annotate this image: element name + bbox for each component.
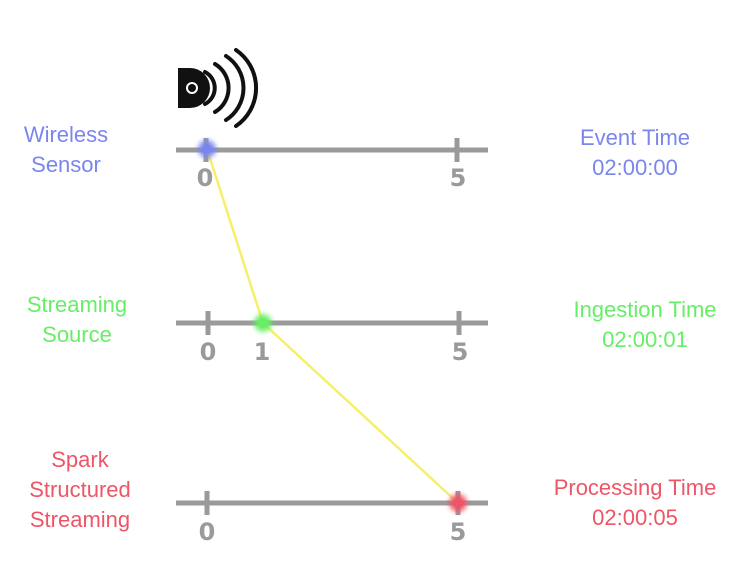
tick-label: 5 xyxy=(450,164,467,192)
tick-label: 0 xyxy=(200,338,217,366)
event-marker-source xyxy=(254,314,272,332)
wireless-sensor-icon xyxy=(175,48,259,128)
component-label-line: Streaming xyxy=(26,292,128,317)
component-label-line: Wireless xyxy=(23,122,109,147)
time-label-processing: Processing Time 02:00:05 xyxy=(520,473,745,533)
component-label-line: Structured xyxy=(29,477,131,502)
timeline-processing: 0 5 xyxy=(176,491,488,546)
component-label-line: Sensor xyxy=(31,152,101,177)
time-label-value: 02:00:05 xyxy=(592,505,678,530)
time-label-value: 02:00:00 xyxy=(592,155,678,180)
component-label-wireless-sensor: Wireless Sensor xyxy=(0,120,132,180)
time-label-name: Ingestion Time xyxy=(573,297,717,322)
component-label-line: Streaming xyxy=(29,507,131,532)
component-label-line: Source xyxy=(42,322,112,347)
tick-label: 5 xyxy=(452,338,469,366)
component-label-spark-structured-streaming: Spark Structured Streaming xyxy=(0,445,160,535)
tick-label: 0 xyxy=(197,164,214,192)
tick-label: 5 xyxy=(450,518,467,546)
time-label-ingestion: Ingestion Time 02:00:01 xyxy=(535,295,745,355)
event-marker-sensor xyxy=(198,140,216,158)
tick-label: 0 xyxy=(199,518,216,546)
tick-label: 1 xyxy=(254,338,271,366)
component-label-streaming-source: Streaming Source xyxy=(0,290,154,350)
timeline-event: 0 5 xyxy=(176,138,488,192)
timeline-ingestion: 0 1 5 xyxy=(176,311,488,366)
time-label-name: Processing Time xyxy=(553,475,717,500)
component-label-line: Spark xyxy=(51,447,109,472)
time-label-name: Event Time xyxy=(579,125,691,150)
event-path xyxy=(205,148,459,504)
time-label-value: 02:00:01 xyxy=(602,327,688,352)
time-label-event: Event Time 02:00:00 xyxy=(545,123,725,183)
event-marker-spark xyxy=(449,494,467,512)
